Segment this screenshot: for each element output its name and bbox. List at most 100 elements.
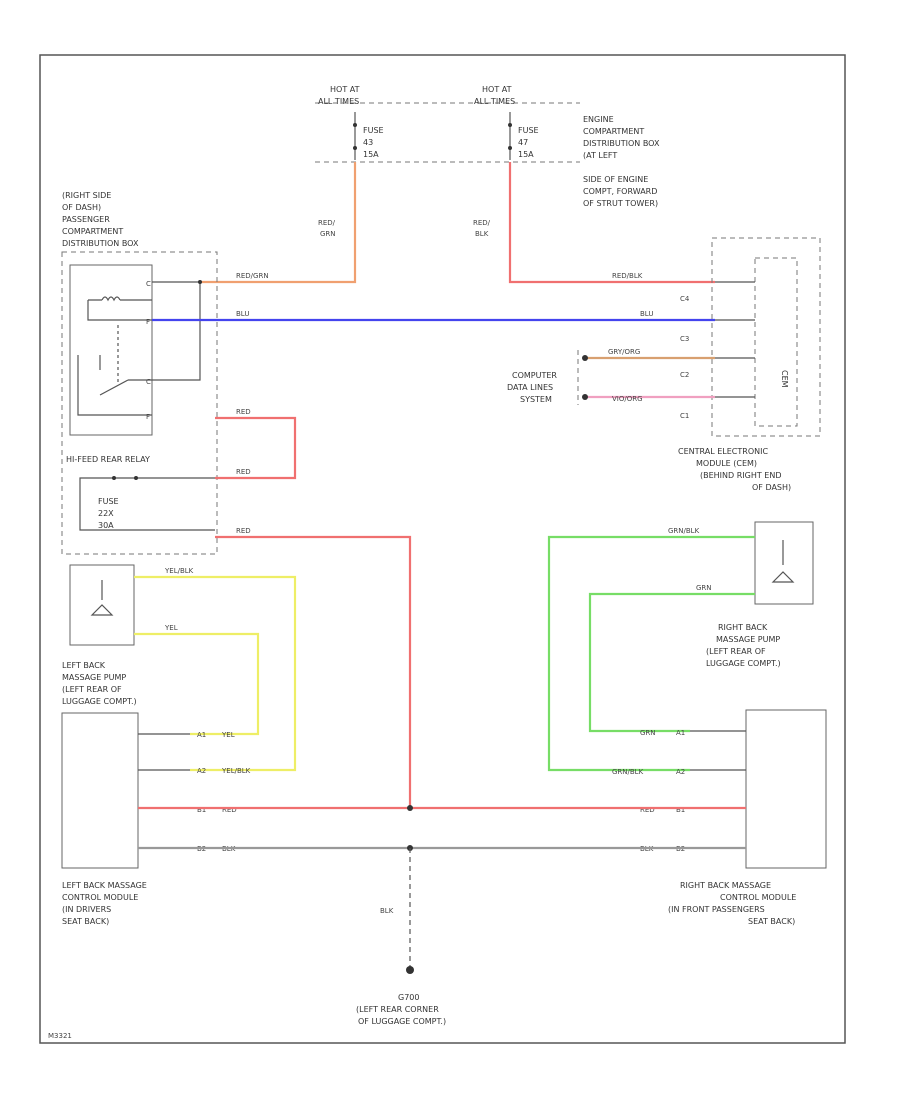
right-module-pins: GRN A1 GRN/BLK A2 RED B1 BLK B2 [612, 729, 746, 853]
svg-text:OF STRUT TOWER): OF STRUT TOWER) [583, 199, 658, 208]
svg-text:CENTRAL ELECTRONIC: CENTRAL ELECTRONIC [678, 447, 768, 456]
svg-text:B1: B1 [197, 806, 206, 814]
svg-text:47: 47 [518, 138, 528, 147]
wire-grn-blk-label: GRN/BLK [668, 527, 700, 535]
svg-text:C: C [146, 280, 151, 288]
svg-text:RED: RED [640, 806, 655, 814]
svg-text:(IN FRONT PASSENGERS: (IN FRONT PASSENGERS [668, 905, 765, 914]
left-pump-label: LEFT BACK MASSAGE PUMP (LEFT REAR OF LUG… [62, 661, 137, 706]
svg-text:OF LUGGAGE COMPT.): OF LUGGAGE COMPT.) [358, 1017, 446, 1026]
svg-text:COMPUTER: COMPUTER [512, 371, 557, 380]
svg-text:DATA LINES: DATA LINES [507, 383, 553, 392]
red-splice [407, 805, 413, 811]
svg-text:CONTROL MODULE: CONTROL MODULE [720, 893, 796, 902]
svg-text:C3: C3 [680, 335, 689, 343]
svg-text:ALL TIMES: ALL TIMES [318, 97, 359, 106]
svg-text:LUGGAGE COMPT.): LUGGAGE COMPT.) [706, 659, 781, 668]
wire-vio-org-label: VIO/ORG [612, 395, 643, 403]
hi-feed-rear-relay [69, 264, 153, 436]
svg-text:F: F [146, 318, 150, 326]
wire-red-blk [508, 162, 715, 284]
svg-text:YEL: YEL [221, 731, 235, 739]
wire-red-label-3: RED [236, 527, 251, 535]
svg-text:DISTRIBUTION BOX: DISTRIBUTION BOX [583, 139, 660, 148]
left-back-massage-pump [69, 564, 135, 646]
svg-text:HOT AT: HOT AT [482, 85, 512, 94]
wire-yel-blk-left [134, 575, 297, 772]
svg-text:RIGHT BACK: RIGHT BACK [718, 623, 768, 632]
svg-text:OF DASH): OF DASH) [62, 203, 101, 212]
svg-text:22X: 22X [98, 509, 114, 518]
svg-text:COMPT, FORWARD: COMPT, FORWARD [583, 187, 657, 196]
svg-text:COMPARTMENT: COMPARTMENT [62, 227, 123, 236]
svg-text:DISTRIBUTION BOX: DISTRIBUTION BOX [62, 239, 139, 248]
svg-text:LEFT BACK: LEFT BACK [62, 661, 106, 670]
svg-text:MODULE (CEM): MODULE (CEM) [696, 459, 757, 468]
fuse-22x-label: FUSE 22X 30A [98, 497, 119, 530]
svg-text:YEL/BLK: YEL/BLK [221, 767, 251, 775]
svg-text:C4: C4 [680, 295, 690, 303]
svg-text:(IN DRIVERS: (IN DRIVERS [62, 905, 111, 914]
fuse-47-label: FUSE 47 15A [518, 126, 539, 159]
svg-text:SEAT BACK): SEAT BACK) [62, 917, 109, 926]
wire-blu-label-right: BLU [640, 310, 653, 318]
right-pump-label: RIGHT BACK MASSAGE PUMP (LEFT REAR OF LU… [706, 623, 781, 668]
right-back-massage-control-module [745, 709, 827, 869]
left-back-massage-control-module [61, 712, 139, 869]
svg-text:FUSE: FUSE [98, 497, 119, 506]
svg-text:HOT AT: HOT AT [330, 85, 360, 94]
cem-description: CENTRAL ELECTRONIC MODULE (CEM) (BEHIND … [678, 447, 791, 492]
svg-text:FUSE: FUSE [363, 126, 384, 135]
fuse-22x-symbol [79, 477, 215, 531]
svg-text:OF DASH): OF DASH) [752, 483, 791, 492]
svg-text:SYSTEM: SYSTEM [520, 395, 552, 404]
wire-gry-org-label: GRY/ORG [608, 348, 640, 356]
svg-text:A1: A1 [197, 731, 206, 739]
pump-motor-icon [90, 604, 114, 616]
wire-red-grn-vertical-label: RED/ GRN [318, 219, 336, 238]
svg-text:PASSENGER: PASSENGER [62, 215, 110, 224]
wire-red-grn-label: RED/GRN [236, 272, 269, 280]
wire-red-feed [215, 535, 412, 810]
svg-text:A1: A1 [676, 729, 685, 737]
wire-blk-ground-label: BLK [380, 907, 394, 915]
wire-yel-label: YEL [164, 624, 178, 632]
svg-text:(BEHIND RIGHT END: (BEHIND RIGHT END [700, 471, 782, 480]
wire-grn-blk-right [547, 535, 755, 772]
left-module-label: LEFT BACK MASSAGE CONTROL MODULE (IN DRI… [62, 881, 147, 926]
svg-text:15A: 15A [363, 150, 379, 159]
wire-red-loop [215, 416, 297, 480]
computer-data-lines-label: COMPUTER DATA LINES SYSTEM [507, 371, 557, 404]
svg-text:MASSAGE PUMP: MASSAGE PUMP [716, 635, 780, 644]
wire-red-label-2: RED [236, 468, 251, 476]
cem-inner-box [754, 257, 798, 427]
hi-feed-rear-relay-label: HI-FEED REAR RELAY [66, 455, 150, 464]
svg-text:GRN: GRN [640, 729, 656, 737]
svg-text:GRN: GRN [320, 230, 336, 238]
passenger-compartment-box-label: (RIGHT SIDE OF DASH) PASSENGER COMPARTME… [62, 191, 139, 248]
svg-text:RED/: RED/ [318, 219, 336, 227]
svg-text:C: C [146, 378, 151, 386]
svg-text:A2: A2 [197, 767, 206, 775]
diagram-frame [39, 54, 846, 1044]
wire-yel-blk-label: YEL/BLK [164, 567, 194, 575]
svg-text:30A: 30A [98, 521, 114, 530]
left-module-pins: A1 YEL A2 YEL/BLK B1 RED B2 BLK [138, 731, 251, 853]
relay-coil [101, 296, 121, 302]
wire-red-blk-label: RED/BLK [612, 272, 643, 280]
svg-text:RIGHT BACK MASSAGE: RIGHT BACK MASSAGE [680, 881, 771, 890]
svg-text:C2: C2 [680, 371, 689, 379]
hot-at-all-times-right: HOT AT ALL TIMES [474, 85, 515, 106]
cem-label: CEM [780, 370, 789, 388]
svg-text:SEAT BACK): SEAT BACK) [748, 917, 795, 926]
wire-red-grn [200, 162, 357, 284]
svg-text:COMPARTMENT: COMPARTMENT [583, 127, 644, 136]
svg-text:LUGGAGE COMPT.): LUGGAGE COMPT.) [62, 697, 137, 706]
svg-text:C1: C1 [680, 412, 689, 420]
fuse-43-label: FUSE 43 15A [363, 126, 384, 159]
svg-text:RED/: RED/ [473, 219, 491, 227]
svg-text:G700: G700 [398, 993, 419, 1002]
svg-text:ALL TIMES: ALL TIMES [474, 97, 515, 106]
svg-text:(LEFT REAR OF: (LEFT REAR OF [62, 685, 122, 694]
